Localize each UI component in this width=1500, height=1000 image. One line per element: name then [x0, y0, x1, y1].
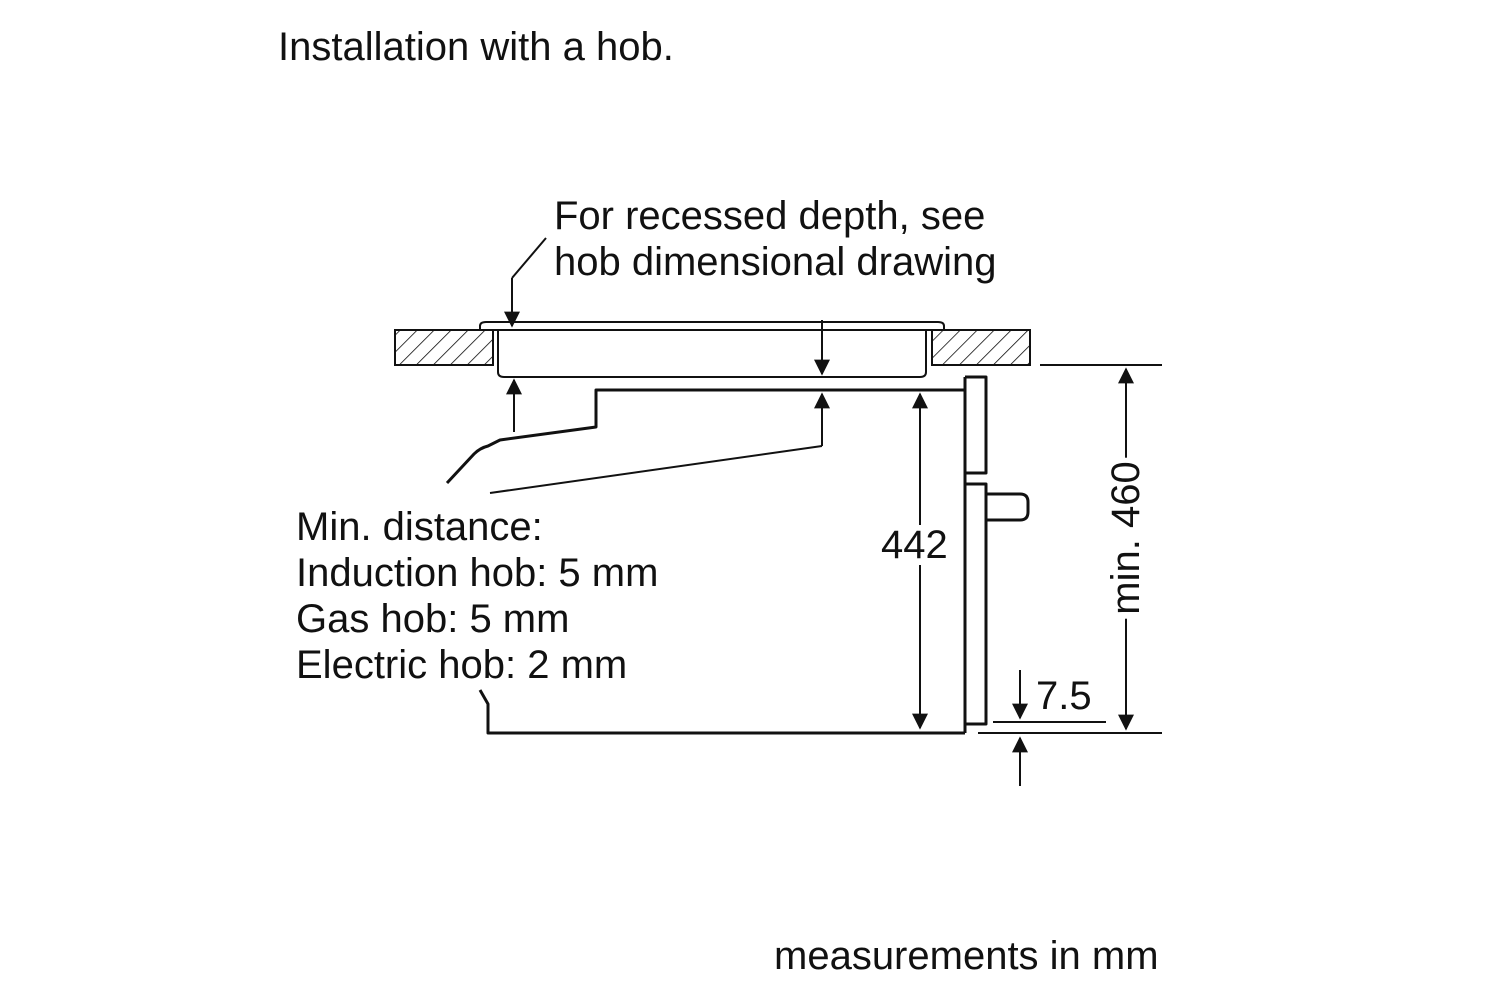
dimension-7-5-label: 7.5: [1036, 674, 1092, 718]
recess-note: For recessed depth, see hob dimensional …: [554, 193, 997, 285]
min-distance-heading: Min. distance:: [296, 505, 543, 549]
dimension-442-label: 442: [879, 523, 950, 567]
recess-note-line-1: For recessed depth, see: [554, 194, 986, 238]
page-title: Installation with a hob.: [278, 25, 674, 69]
worktop-right: [931, 329, 1031, 366]
recess-note-line-2: hob dimensional drawing: [554, 240, 997, 284]
hob: [479, 321, 945, 378]
min-distance-leader: [489, 445, 823, 494]
recess-leader: [511, 237, 547, 279]
min-distance-gas: Gas hob: 5 mm: [296, 597, 570, 641]
dimension-460-label: min. 460: [1104, 457, 1148, 619]
units-note: measurements in mm: [774, 934, 1159, 978]
oven-body: [445, 375, 1030, 735]
min-distance-note: Min. distance: Induction hob: 5 mm Gas h…: [296, 504, 658, 688]
min-distance-electric: Electric hob: 2 mm: [296, 643, 628, 687]
worktop-left: [394, 329, 494, 366]
min-distance-induction: Induction hob: 5 mm: [296, 551, 659, 595]
